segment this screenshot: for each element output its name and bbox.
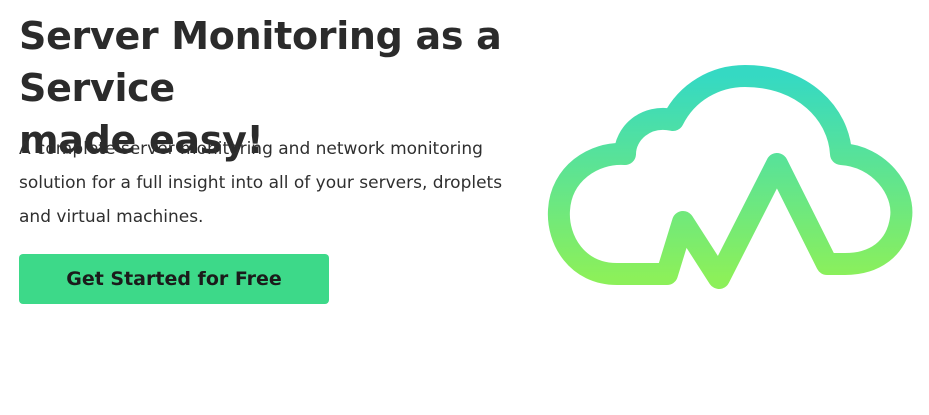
hero-description: A complete server monitoring and network… [19, 132, 539, 234]
get-started-button[interactable]: Get Started for Free [19, 254, 329, 304]
cloud-monitoring-icon [545, 52, 915, 292]
cloud-monitoring-icon-svg [547, 65, 913, 289]
headline-line-1: Server Monitoring as a Service [19, 14, 502, 110]
description-line-3: and virtual machines. [19, 207, 204, 227]
headline-line-2: made easy! [19, 118, 264, 162]
cloud-outline-path [547, 65, 913, 289]
description-line-2: solution for a full insight into all of … [19, 173, 503, 193]
page-title: Server Monitoring as a Service made easy… [19, 10, 659, 166]
description-line-1: A complete server monitoring and network… [19, 139, 483, 159]
